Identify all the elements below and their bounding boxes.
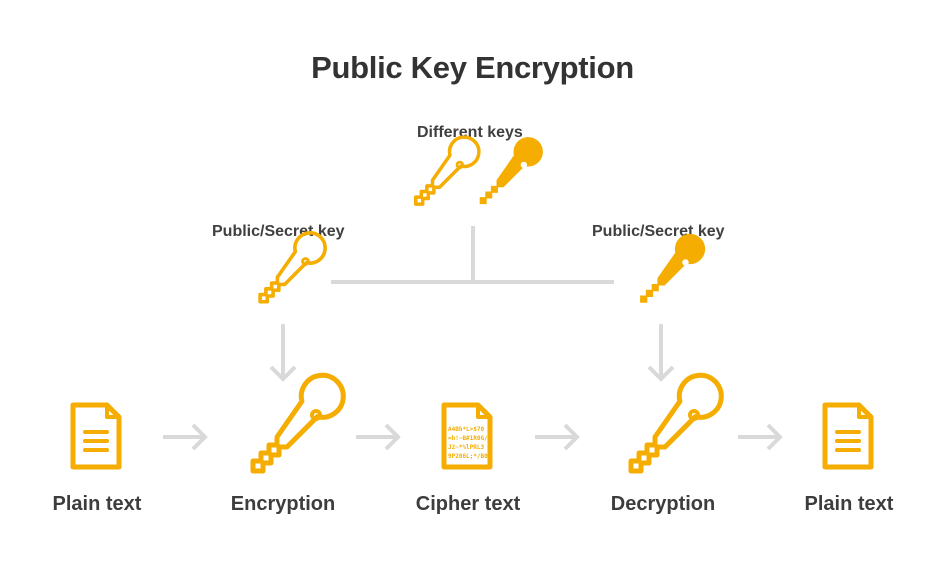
- left-key-label: Public/Secret key: [212, 223, 345, 240]
- encryption-label: Encryption: [230, 493, 336, 515]
- arrow-down-icon: [647, 322, 675, 381]
- arrow-down-icon: [269, 322, 297, 381]
- arrow-right-icon: [354, 423, 400, 451]
- key-outline-icon: [253, 375, 343, 471]
- key-outline-icon: [413, 135, 481, 206]
- key-outline-icon: [258, 231, 327, 304]
- page-title: Public Key Encryption: [311, 50, 634, 85]
- key-filled-icon: [640, 233, 706, 303]
- document-icon: [825, 405, 871, 467]
- key-outline-icon: [631, 375, 721, 471]
- plain-text-output-label: Plain text: [804, 493, 894, 515]
- cipher-line: A4Bh*L>$70: [448, 426, 485, 433]
- document-icon: [73, 405, 119, 467]
- cipher-line: J2~*%lPRL3: [448, 444, 485, 451]
- cipher-text-label: Cipher text: [415, 493, 521, 515]
- plain-text-input-label: Plain text: [52, 493, 142, 515]
- arrow-right-icon: [533, 423, 579, 451]
- key-filled-icon: [479, 137, 543, 205]
- cipher-line: 9P206L;*/B0: [448, 453, 488, 460]
- decryption-label: Decryption: [610, 493, 716, 515]
- cipher-document-icon: A4Bh*L>$70 =h!~B#1R0G/ J2~*%lPRL3 9P206L…: [444, 405, 490, 467]
- different-keys-label: Different keys: [417, 124, 523, 141]
- cipher-line: =h!~B#1R0G/: [448, 435, 488, 442]
- arrow-right-icon: [161, 423, 207, 451]
- arrow-right-icon: [736, 423, 782, 451]
